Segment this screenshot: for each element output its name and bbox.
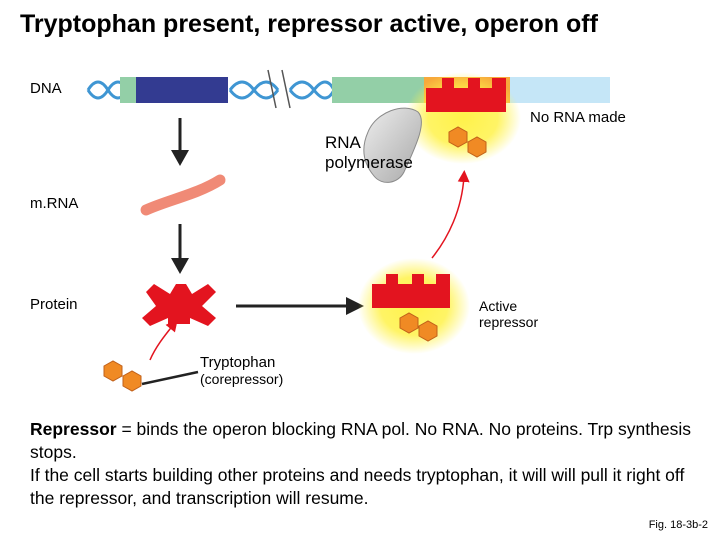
label-rna-polymerase: RNA polymerase bbox=[325, 133, 413, 172]
bound-repressor bbox=[426, 78, 506, 158]
label-tryptophan: Tryptophan bbox=[200, 354, 276, 371]
inactive-repressor bbox=[142, 284, 216, 326]
flow-arrow-dna-to-mrna bbox=[171, 118, 189, 166]
summary-text: Repressor = binds the operon blocking RN… bbox=[30, 418, 700, 510]
label-mrna: m.RNA bbox=[30, 195, 79, 212]
figure-reference: Fig. 18-3b-2 bbox=[648, 519, 708, 531]
rna-polymerase-shape bbox=[363, 107, 422, 183]
label-active-repressor: Active repressor bbox=[479, 298, 539, 330]
summary-line-1: Repressor = binds the operon blocking RN… bbox=[30, 418, 700, 464]
summary-term: Repressor bbox=[30, 419, 117, 439]
summary-definition: = binds the operon blocking RNA pol. No … bbox=[30, 419, 691, 462]
binding-arrow bbox=[431, 170, 470, 259]
label-protein: Protein bbox=[30, 296, 78, 313]
label-dna: DNA bbox=[30, 80, 62, 97]
flow-arrow-mrna-to-protein bbox=[171, 224, 189, 274]
tryptophan-pointer-line bbox=[141, 370, 199, 386]
label-no-rna-made: No RNA made bbox=[530, 109, 626, 126]
label-corepressor: (corepressor) bbox=[200, 371, 284, 387]
tryptophan-binding-arrow bbox=[149, 319, 178, 361]
summary-line-2: If the cell starts building other protei… bbox=[30, 465, 685, 508]
page-title: Tryptophan present, repressor active, op… bbox=[20, 10, 598, 38]
mrna-strand bbox=[140, 174, 226, 216]
tryptophan-molecule bbox=[103, 360, 142, 392]
flow-arrow-to-active-repressor bbox=[236, 297, 364, 315]
dna-strand bbox=[86, 69, 610, 109]
active-repressor-shape bbox=[372, 274, 450, 342]
